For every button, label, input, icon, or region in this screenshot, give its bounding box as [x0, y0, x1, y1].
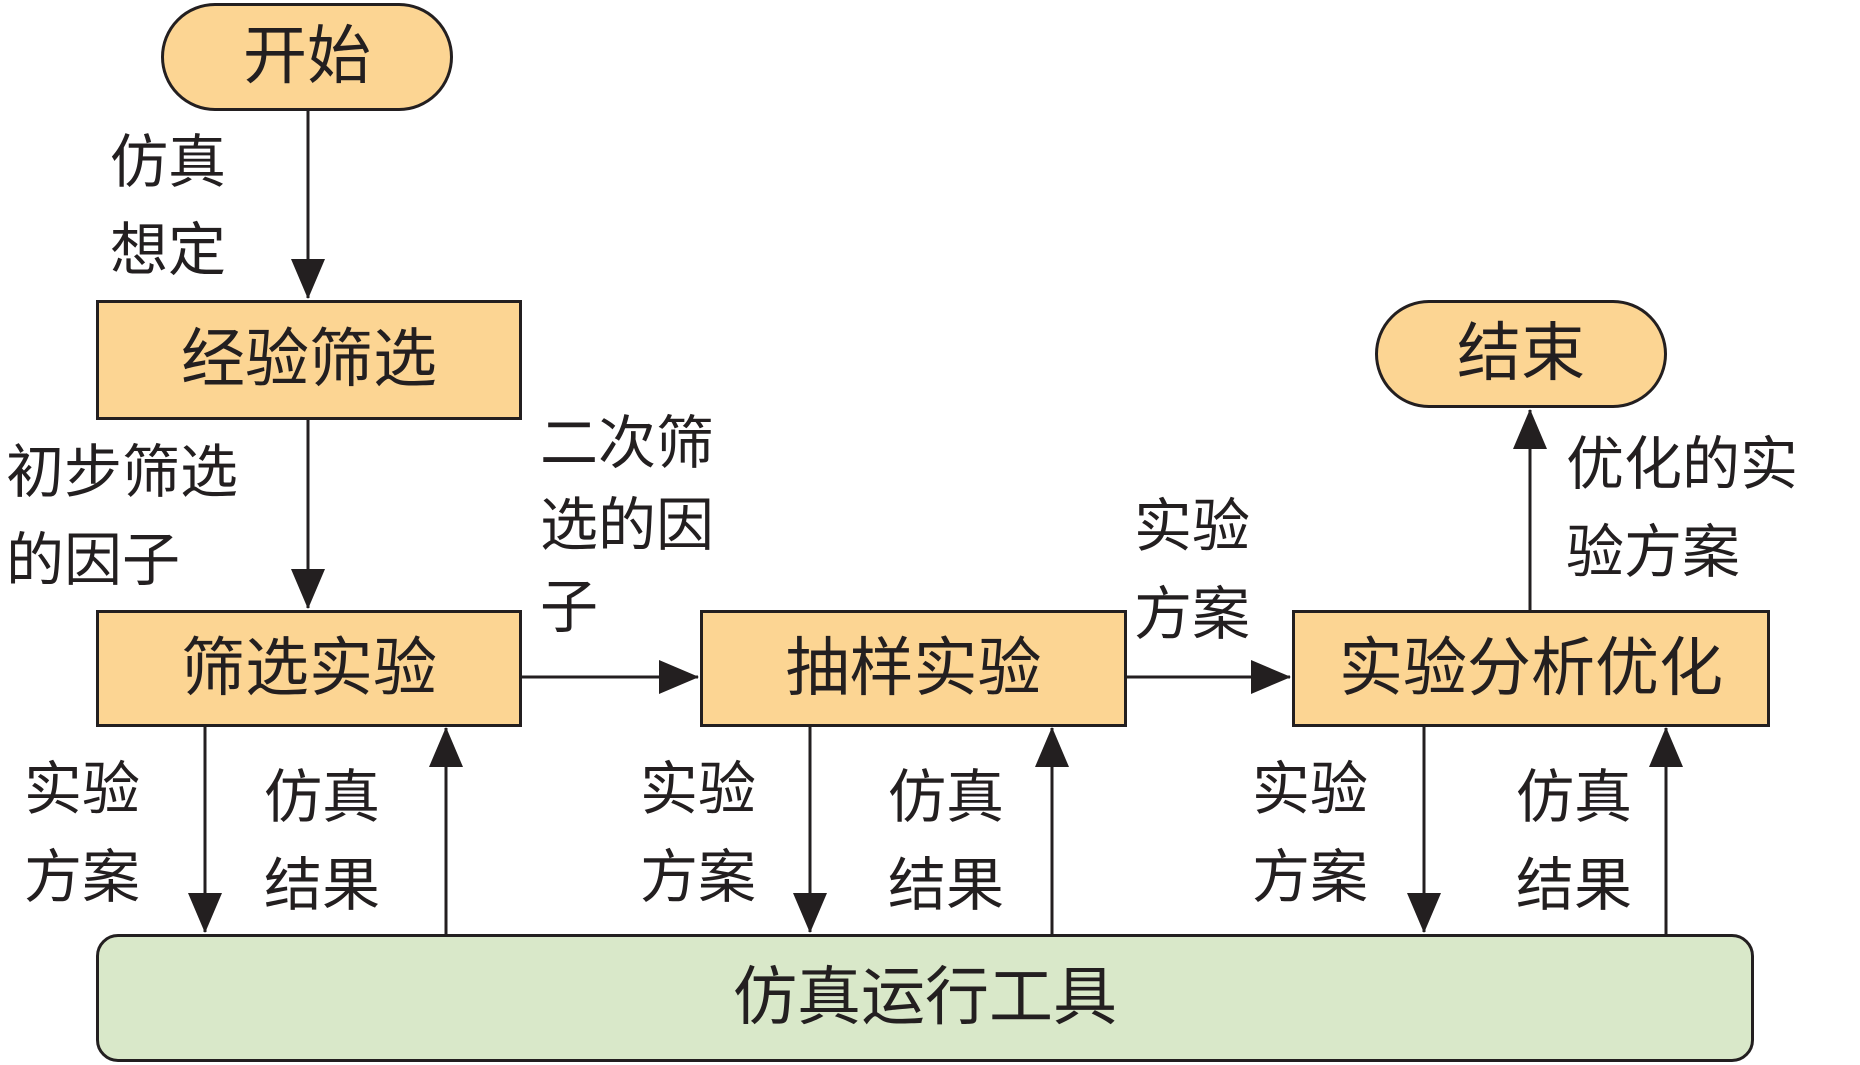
- sampling-experiment-label: 抽样实验: [785, 631, 1042, 706]
- sampling-experiment-node: 抽样实验: [700, 610, 1127, 727]
- edge-label-sampling-up: 仿真 结果: [888, 753, 1004, 929]
- edge-label-line: 初步筛选: [6, 438, 239, 506]
- edge-label-line: 实验: [24, 755, 141, 823]
- edge-label-line: 的因子: [6, 526, 181, 594]
- edge-label-line: 仿真: [110, 128, 227, 196]
- edge-label-analysis-to-end: 优化的实 验方案: [1566, 420, 1798, 596]
- edge-label-start-to-empirical: 仿真 想定: [110, 118, 226, 294]
- edge-label-line: 选的因: [540, 491, 715, 559]
- edge-label-line: 方案: [1134, 580, 1251, 648]
- edge-label-line: 实验: [1134, 492, 1251, 560]
- edge-label-line: 方案: [640, 843, 757, 911]
- edge-label-screening-up: 仿真 结果: [264, 753, 380, 929]
- simulation-tool-node: 仿真运行工具: [96, 934, 1754, 1062]
- simulation-tool-label: 仿真运行工具: [733, 961, 1117, 1035]
- edge-label-line: 优化的实: [1566, 430, 1799, 498]
- empirical-screening-label: 经验筛选: [181, 323, 437, 397]
- edge-label-line: 验方案: [1566, 518, 1741, 586]
- edge-label-screening-to-sampling: 二次筛 选的因 子: [540, 402, 714, 648]
- screening-experiment-node: 筛选实验: [96, 610, 522, 727]
- edge-label-analysis-down: 实验 方案: [1252, 745, 1368, 921]
- screening-experiment-label: 筛选实验: [181, 631, 437, 706]
- empirical-screening-node: 经验筛选: [96, 300, 522, 420]
- edge-label-line: 结果: [888, 851, 1005, 919]
- edge-label-line: 结果: [1516, 851, 1633, 919]
- edge-label-line: 想定: [110, 216, 227, 284]
- start-node-label: 开始: [243, 20, 371, 94]
- edge-label-screening-down: 实验 方案: [24, 745, 140, 921]
- edge-label-line: 实验: [1252, 755, 1369, 823]
- edge-label-line: 仿真: [1516, 763, 1633, 831]
- edge-label-line: 二次筛: [540, 409, 715, 477]
- edge-label-line: 结果: [264, 851, 381, 919]
- edge-label-line: 仿真: [264, 763, 381, 831]
- end-node-label: 结束: [1457, 317, 1585, 391]
- edge-label-analysis-up: 仿真 结果: [1516, 753, 1632, 929]
- edge-label-sampling-down: 实验 方案: [640, 745, 756, 921]
- analysis-optimization-node: 实验分析优化: [1292, 610, 1770, 727]
- analysis-optimization-label: 实验分析优化: [1339, 631, 1723, 706]
- edge-label-sampling-to-analysis: 实验 方案: [1134, 482, 1250, 658]
- edge-label-line: 实验: [640, 755, 757, 823]
- edge-label-line: 子: [540, 573, 599, 641]
- edge-label-line: 方案: [1252, 843, 1369, 911]
- edge-label-line: 方案: [24, 843, 141, 911]
- edge-label-empirical-to-screening: 初步筛选 的因子: [6, 428, 238, 604]
- edge-label-line: 仿真: [888, 763, 1005, 831]
- end-node: 结束: [1375, 300, 1667, 408]
- start-node: 开始: [161, 3, 453, 111]
